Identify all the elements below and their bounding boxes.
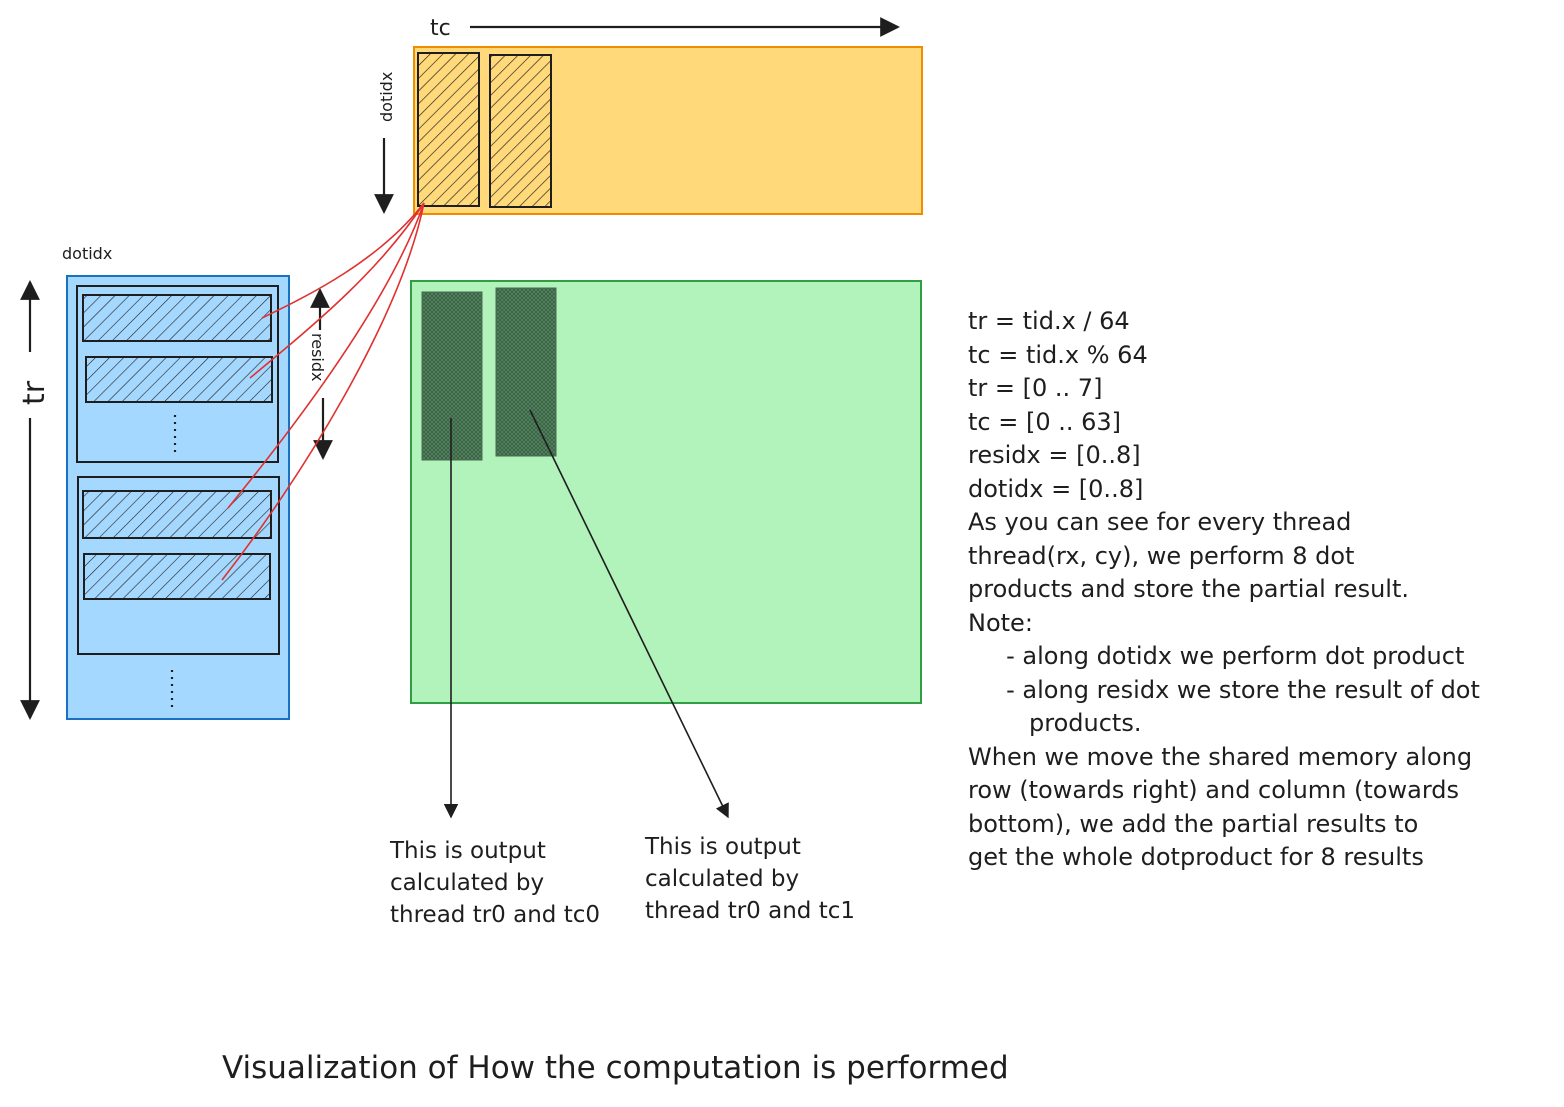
blue-row-tile-4 <box>83 553 271 600</box>
note-line: As you can see for every thread <box>968 508 1352 536</box>
note-line: tr = tid.x / 64 <box>968 307 1130 335</box>
connector-4 <box>221 202 425 581</box>
note-line: tc = [0 .. 63] <box>968 407 1122 436</box>
connector-2 <box>249 202 425 379</box>
green-output-block <box>410 280 922 704</box>
note-line: residx = [0..8] <box>968 441 1141 469</box>
yellow-column-tile-1 <box>417 52 480 207</box>
blue-row-tile-3 <box>82 490 272 539</box>
connector-1 <box>261 202 425 319</box>
caption-tc1: This is output calculated by thread tr0 … <box>645 834 855 924</box>
note-line: When we move the shared memory along <box>968 742 1473 771</box>
dotidx-top-label: dotidx <box>377 72 396 122</box>
note-line: row (towards right) and column (towards <box>968 776 1460 804</box>
caption-tc0: This is output calculated by thread tr0 … <box>390 838 600 928</box>
note-line: - along residx we store the result of do… <box>968 675 1480 704</box>
dotidx-left-label: dotidx <box>62 244 112 263</box>
red-connectors <box>221 202 425 581</box>
note-line: get the whole dotproduct for 8 results <box>968 843 1424 871</box>
note-line: - along dotidx we perform dot product <box>968 642 1465 670</box>
residx-label: residx <box>308 333 327 381</box>
blue-group-2 <box>77 476 280 655</box>
green-output-tile-1 <box>421 291 483 461</box>
blue-row-tile-1 <box>82 294 272 342</box>
diagram-title: Visualization of How the computation is … <box>222 1050 1009 1086</box>
note-line: bottom), we add the partial results to <box>968 809 1419 838</box>
tr-label: tr <box>17 380 52 405</box>
connector-3 <box>227 202 425 509</box>
blue-row-tile-2 <box>85 356 273 403</box>
yellow-column-tile-2 <box>489 54 552 208</box>
notes-panel: tr = tid.x / 64 tc = tid.x % 64 tr = [0 … <box>968 305 1558 875</box>
note-line: dotidx = [0..8] <box>968 474 1144 503</box>
note-line: tc = tid.x % 64 <box>968 340 1148 369</box>
note-line: Note: <box>968 608 1033 637</box>
note-line: tr = [0 .. 7] <box>968 374 1103 402</box>
tile-2-output-arrow <box>529 409 729 819</box>
note-line: products. <box>968 709 1142 737</box>
note-line: products and store the partial result. <box>968 575 1409 603</box>
green-output-tile-2 <box>495 287 557 457</box>
tc-label: tc <box>430 16 451 41</box>
blue-group-1 <box>76 285 279 463</box>
note-line: thread(rx, cy), we perform 8 dot <box>968 541 1355 570</box>
